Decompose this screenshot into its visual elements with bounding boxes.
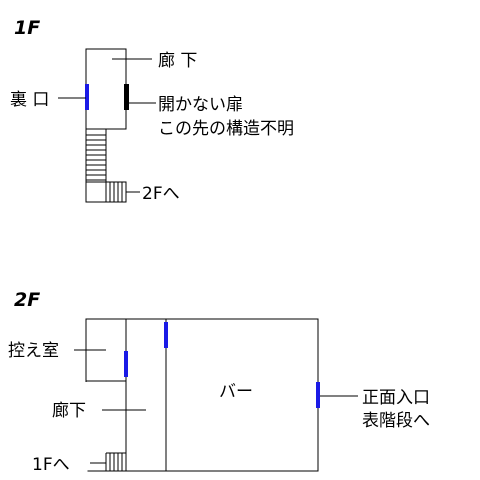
floor1-stairs [86,134,106,181]
floor2-front-entrance-label-1: 正面入口 [362,388,430,408]
floor2-waiting-room-door [124,351,128,377]
floor2-stairs-down-label: 1Fへ [32,455,70,475]
floor2-title: 2F [14,289,40,311]
floor2-front-door [316,382,320,408]
floor2-bar-label: バー [219,382,253,402]
floor1-locked-door-label-2: この先の構造不明 [158,119,294,139]
floor1-title: 1F [14,17,40,39]
floor2-bar-door [164,322,168,348]
floor1-stairs-up-steps [109,182,123,202]
floor1-corridor-room [85,48,127,130]
floor1-back-entrance-label: 裏 口 [10,89,49,110]
floor1-corridor-label: 廊 下 [158,51,197,71]
floor2-outline [85,318,319,472]
floor1-locked-door [124,84,129,110]
floor2-corridor-label: 廊下 [52,401,86,421]
floor2-front-entrance-label-2: 表階段へ [362,411,430,431]
floor1-locked-door-label-1: 開かない扉 [158,95,243,115]
floor2-stairs-down [105,452,126,471]
floor2-waiting-room-label: 控え室 [8,341,59,361]
floor1-stairs-up-label: 2Fへ [142,184,180,204]
floor1-back-door [85,84,89,110]
